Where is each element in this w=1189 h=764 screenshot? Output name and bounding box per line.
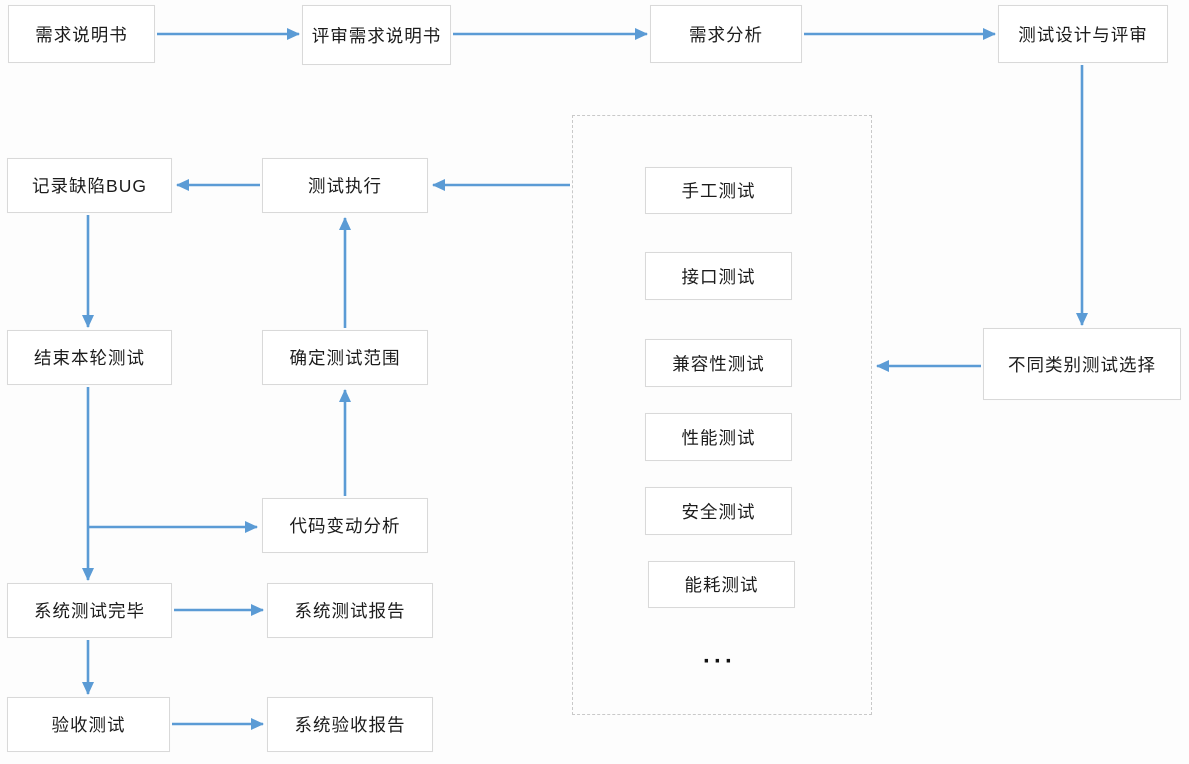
node-end-current-round: 结束本轮测试	[7, 330, 172, 385]
node-record-defect-bug: 记录缺陷BUG	[7, 158, 172, 213]
node-performance-test: 性能测试	[645, 413, 792, 461]
node-system-test-complete: 系统测试完毕	[7, 583, 172, 638]
node-requirement-spec: 需求说明书	[8, 5, 155, 63]
node-test-category-selection: 不同类别测试选择	[983, 328, 1181, 400]
node-manual-test: 手工测试	[645, 167, 792, 214]
node-test-execution: 测试执行	[262, 158, 428, 213]
node-acceptance-report: 系统验收报告	[267, 697, 433, 752]
node-code-change-analysis: 代码变动分析	[262, 498, 428, 553]
test-types-group	[572, 115, 872, 715]
node-energy-test: 能耗测试	[648, 561, 795, 608]
node-acceptance-test: 验收测试	[7, 697, 170, 752]
node-review-requirement-spec: 评审需求说明书	[302, 5, 451, 65]
node-system-test-report: 系统测试报告	[267, 583, 433, 638]
node-compatibility-test: 兼容性测试	[645, 339, 792, 387]
node-test-design-review: 测试设计与评审	[998, 5, 1168, 63]
more-tests-ellipsis: ···	[703, 648, 736, 675]
node-interface-test: 接口测试	[645, 252, 792, 300]
node-security-test: 安全测试	[645, 487, 792, 535]
node-define-test-scope: 确定测试范围	[262, 330, 428, 385]
node-requirement-analysis: 需求分析	[650, 5, 802, 63]
